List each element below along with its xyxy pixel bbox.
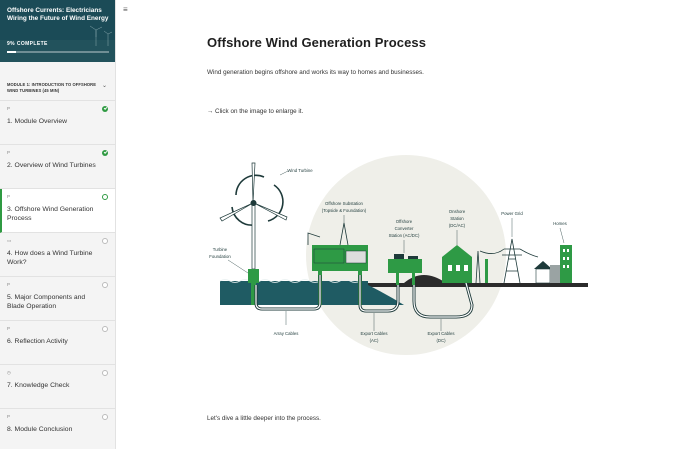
label-converter-3: Station (AC/DC) xyxy=(389,233,420,238)
progress-bar-fill xyxy=(7,51,17,53)
cables-inner xyxy=(255,275,473,318)
lesson-label: 8. Module Conclusion xyxy=(7,426,73,433)
empty-circle-icon xyxy=(102,326,108,332)
shoreline xyxy=(358,275,588,287)
page-type-icon: P xyxy=(7,106,11,111)
sea-waves xyxy=(219,279,361,283)
homes xyxy=(534,245,572,284)
lesson-item-offshore-wind-generation-process[interactable]: P 3. Offshore Wind Generation Process xyxy=(0,189,115,233)
lesson-item-module-overview[interactable]: P 1. Module Overview xyxy=(0,101,115,145)
page-type-icon: P xyxy=(7,282,11,287)
wind-turbine xyxy=(219,162,288,305)
lesson-label: 5. Major Components and Blade Operation xyxy=(7,294,86,310)
power-grid-tower xyxy=(475,238,539,284)
label-export-dc-2: (DC) xyxy=(436,338,446,343)
label-onshore-1: Onshore xyxy=(449,209,466,214)
video-icon: ▭ xyxy=(7,238,12,243)
lesson-list: P 1. Module Overview P 2. Overview of Wi… xyxy=(0,101,115,449)
lesson-item-major-components[interactable]: P 5. Major Components and Blade Operatio… xyxy=(0,277,115,321)
wind-arrows-icon xyxy=(231,174,284,226)
lesson-label: 4. How does a Wind Turbine Work? xyxy=(7,250,93,266)
lesson-label: 6. Reflection Activity xyxy=(7,338,68,345)
page-type-icon: P xyxy=(7,194,11,199)
label-homes: Homes xyxy=(553,221,567,226)
lesson-item-reflection-activity[interactable]: P 6. Reflection Activity xyxy=(0,321,115,365)
lesson-item-knowledge-check[interactable]: ◷ 7. Knowledge Check xyxy=(0,365,115,409)
label-offshore-substation-1: Offshore Substation xyxy=(325,201,364,206)
label-turbine-foundation-2: Foundation xyxy=(209,254,231,259)
course-header-image xyxy=(0,0,115,62)
label-power-grid: Power Grid xyxy=(501,211,523,216)
utility-pole xyxy=(485,259,488,283)
label-onshore-3: (DC/AC) xyxy=(449,223,466,228)
course-title: Offshore Currents: Electricians Wiring t… xyxy=(7,7,109,23)
page-title: Offshore Wind Generation Process xyxy=(207,35,427,50)
empty-circle-icon xyxy=(102,414,108,420)
lesson-label: 2. Overview of Wind Turbines xyxy=(7,162,96,169)
lesson-item-how-does-a-wind-turbine-work[interactable]: ▭ 4. How does a Wind Turbine Work? xyxy=(0,233,115,277)
wind-generation-diagram[interactable]: Wind Turbine Turbine Foundation Offshore… xyxy=(208,145,588,360)
check-circle-icon xyxy=(102,150,108,156)
label-converter-1: Offshore xyxy=(396,219,413,224)
lesson-label: 7. Knowledge Check xyxy=(7,382,70,389)
menu-icon[interactable]: ≡ xyxy=(123,5,128,14)
sea-edge xyxy=(368,285,404,305)
lesson-label: 3. Offshore Wind Generation Process xyxy=(7,206,94,222)
lesson-item-module-conclusion[interactable]: P 8. Module Conclusion xyxy=(0,409,115,449)
course-header: Offshore Currents: Electricians Wiring t… xyxy=(0,0,115,62)
lesson-label: 1. Module Overview xyxy=(7,118,68,125)
intro-text: Wind generation begins offshore and work… xyxy=(207,69,424,76)
empty-circle-icon xyxy=(102,370,108,376)
module-header[interactable]: MODULE 1: INTRODUCTION TO OFFSHORE WIND … xyxy=(0,62,115,101)
page-type-icon: P xyxy=(7,150,11,155)
onshore-station xyxy=(442,245,472,283)
progress-label: 9% COMPLETE xyxy=(7,41,48,47)
label-export-ac-2: (AC) xyxy=(370,338,379,343)
label-wind-turbine: Wind Turbine xyxy=(287,168,313,173)
in-progress-circle-icon xyxy=(102,194,108,200)
module-label: MODULE 1: INTRODUCTION TO OFFSHORE WIND … xyxy=(7,82,97,93)
label-onshore-2: Station xyxy=(450,216,464,221)
course-sidebar: Offshore Currents: Electricians Wiring t… xyxy=(0,0,116,449)
label-export-ac-1: Export Cables xyxy=(361,331,388,336)
chevron-down-icon[interactable]: ⌄ xyxy=(101,83,107,89)
lesson-content: Offshore Wind Generation Process Wind ge… xyxy=(116,0,680,449)
check-circle-icon xyxy=(102,106,108,112)
label-export-dc-1: Export Cables xyxy=(428,331,455,336)
label-offshore-substation-2: (Topside & Foundation) xyxy=(322,208,367,213)
offshore-converter-station xyxy=(388,254,422,285)
enlarge-hint: → Click on the image to enlarge it. xyxy=(207,108,304,115)
page-type-icon: P xyxy=(7,326,11,331)
outro-text: Let's dive a little deeper into the proc… xyxy=(207,415,321,422)
label-array-cables: Array Cables xyxy=(274,331,299,336)
quiz-icon: ◷ xyxy=(7,370,11,375)
lesson-item-overview-of-wind-turbines[interactable]: P 2. Overview of Wind Turbines xyxy=(0,145,115,189)
page-type-icon: P xyxy=(7,414,11,419)
label-turbine-foundation-1: Turbine xyxy=(213,247,228,252)
label-converter-2: Converter xyxy=(395,226,414,231)
progress-bar xyxy=(7,51,109,53)
empty-circle-icon xyxy=(102,282,108,288)
empty-circle-icon xyxy=(102,238,108,244)
sea xyxy=(220,281,368,305)
